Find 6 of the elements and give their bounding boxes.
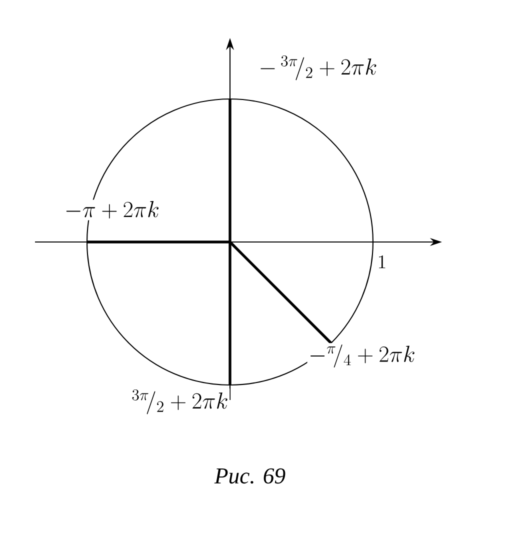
figure-caption: Рис. 69 — [214, 468, 286, 484]
angle-label: $-{}^{\pi}\!/_{4}+2\pi k$ — [307, 343, 417, 369]
angle-label: ${}^{3\pi}\!/_{2}+2\pi k$ — [130, 388, 230, 416]
angle-label: $-\,{}^{3\pi}\!/_{2}+2\pi k$ — [257, 54, 379, 82]
angle-label: $-\pi+2\pi k$ — [63, 200, 161, 220]
axis-label: $1$ — [376, 254, 388, 270]
